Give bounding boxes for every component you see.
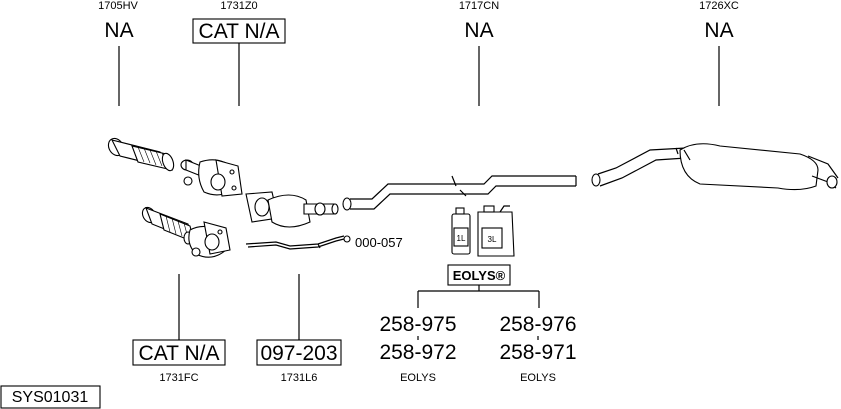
part-code-1705hv: 1705HV [98,0,138,12]
part-label-1705hv: NA [104,19,133,42]
eolys-code-a-2: 258-976 [499,313,576,336]
gasket-drawing [245,235,351,250]
eolys-can-3l-label: 3L [488,235,497,244]
catalyst-mid-drawing [245,191,339,228]
part-label-1717cn: NA [464,19,493,42]
part-label-box-1731l6 [256,339,342,366]
part-label-1731z0: CAT N/A [199,20,280,43]
eolys-label-1: EOLYS [400,372,436,384]
eolys-brand-label: EOLYS® [453,268,506,283]
catalyst-lower-drawing [188,221,231,258]
flex-pipe-lower-drawing [141,206,195,245]
catalyst-upper-drawing [180,159,243,197]
gasket-code: 000-057 [355,235,403,250]
system-id-box [0,385,101,409]
rear-silencer-drawing [591,143,839,191]
part-code-1717cn: 1717CN [459,0,499,12]
part-code-1726xc: 1726XC [699,0,739,12]
part-label-1726xc: NA [704,19,733,42]
part-label-1731fc: CAT N/A [139,342,220,365]
eolys-can-1l-label: 1L [457,234,466,243]
part-label-box-1731fc [132,339,226,366]
flex-pipe-upper-drawing [107,137,175,172]
part-code-1731l6: 1731L6 [281,372,318,384]
part-code-1731fc: 1731FC [159,372,198,384]
middle-pipe-drawing [342,175,577,211]
eolys-code-b-1: 258-972 [379,341,456,364]
system-id: SYS01031 [12,389,89,406]
eolys-label-2: EOLYS [520,372,556,384]
eolys-can-3l-drawing [477,205,515,257]
part-label-1731l6: 097-203 [260,342,337,365]
eolys-bracket [417,285,540,308]
eolys-code-a-1: 258-975 [379,313,456,336]
part-code-1731z0: 1731Z0 [220,0,257,12]
eolys-code-b-2: 258-971 [499,341,576,364]
eolys-can-1l-drawing [451,207,471,255]
